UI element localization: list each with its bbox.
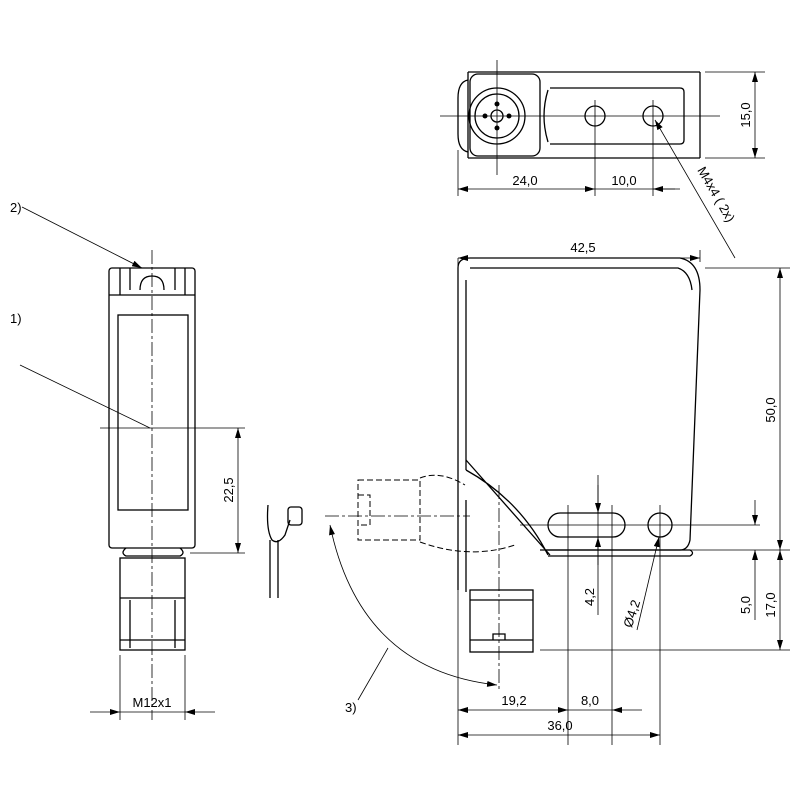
front-connector bbox=[119, 557, 186, 651]
dim-label-15: 15,0 bbox=[738, 102, 753, 127]
callout-2: 2) bbox=[10, 200, 22, 215]
rotation-arc bbox=[329, 524, 498, 687]
dim-label-22-5: 22,5 bbox=[221, 477, 236, 502]
dim-label-5: 5,0 bbox=[738, 596, 753, 614]
callout-1-leader bbox=[19, 364, 151, 429]
front-window bbox=[117, 314, 189, 511]
thread-note: M4x4 ( 2x) bbox=[694, 164, 738, 225]
side-connector bbox=[469, 589, 534, 653]
side-bevel bbox=[465, 459, 551, 556]
dim-label-4-2: 4,2 bbox=[582, 588, 597, 606]
callout-2-leader bbox=[21, 206, 143, 269]
ext-lines bbox=[705, 71, 765, 159]
side-centerlines bbox=[325, 485, 500, 690]
front-cap bbox=[109, 268, 195, 296]
diameter-leader bbox=[636, 536, 660, 631]
connector-housing bbox=[469, 73, 541, 157]
front-view: 22,5 M12x1 2) 1) bbox=[10, 200, 245, 720]
angled-cable-icon bbox=[266, 504, 303, 598]
dim-label-50: 50,0 bbox=[763, 397, 778, 422]
side-body bbox=[457, 257, 701, 551]
callout-1: 1) bbox=[10, 311, 22, 326]
dim-label-17: 17,0 bbox=[763, 592, 778, 617]
ext-lines bbox=[520, 267, 790, 651]
side-connector-detail bbox=[470, 599, 533, 641]
dim-label-24: 24,0 bbox=[512, 173, 537, 188]
side-view: 42,5 50,0 5,0 17,0 4,2 Ø4,2 19,2 8,0 36,… bbox=[325, 240, 790, 745]
dim-label-8: 8,0 bbox=[581, 693, 599, 708]
dim-label-10: 10,0 bbox=[611, 173, 636, 188]
dim-label-diameter: Ø4,2 bbox=[620, 598, 643, 629]
thread-leader bbox=[654, 119, 736, 259]
top-view: 15,0 24,0 10,0 M4x4 ( 2x) bbox=[440, 60, 765, 259]
dim-label-42-5: 42,5 bbox=[570, 240, 595, 255]
callout-3: 3) bbox=[345, 700, 357, 715]
dim-label-19-2: 19,2 bbox=[501, 693, 526, 708]
dim-label-m12: M12x1 bbox=[132, 695, 171, 710]
top-centerlines bbox=[440, 60, 720, 196]
side-top-edge bbox=[470, 267, 693, 291]
side-body-edge bbox=[457, 268, 467, 592]
ext-lines bbox=[457, 250, 701, 745]
front-neck bbox=[122, 547, 184, 557]
callout-3-leader bbox=[357, 647, 389, 701]
ext-lines bbox=[100, 427, 245, 554]
ext-lines bbox=[119, 655, 186, 720]
side-base-lip bbox=[545, 549, 694, 557]
top-body-outline bbox=[467, 71, 701, 159]
connector-thread bbox=[120, 597, 185, 648]
dim-label-36: 36,0 bbox=[547, 718, 572, 733]
